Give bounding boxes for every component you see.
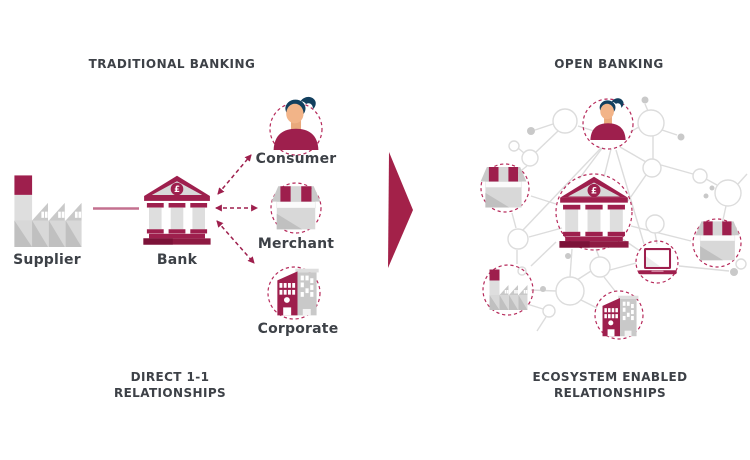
bank-building-icon [559,176,629,248]
bank-corporate-arrow [216,220,255,264]
merchant-dashed-circle [480,163,530,213]
supplier-factory-icon [14,175,82,247]
supplier-dashed-circle [482,264,534,316]
merchant-label: Merchant [257,236,335,252]
network-graph [507,96,748,332]
open-banking-title: OPEN BANKING [554,57,664,71]
merchant-dashed-circle [270,182,322,234]
merchant-shop-icon [479,165,528,208]
ecosystem-relationships-caption: ECOSYSTEM ENABLED RELATIONSHIPS [532,370,688,400]
consumer-person-icon [590,98,626,140]
laptop-icon [638,248,677,275]
bank-relationship-arrows [214,154,259,264]
corporate-buildings-icon [602,295,639,337]
corporate-buildings-icon [277,268,319,316]
bank-dashed-circle [555,173,633,251]
laptop-dashed-circle [635,240,679,284]
merchant-dashed-circle [692,218,742,268]
consumer-dashed-circle [582,98,634,150]
traditional-banking-title: TRADITIONAL BANKING [88,57,256,71]
direct-relationships-caption: DIRECT 1-1 RELATIONSHIPS [113,370,227,400]
open-banking-graphic [479,96,748,340]
corporate-dashed-circle [594,290,644,340]
supplier-label: Supplier [13,252,81,268]
bank-label: Bank [156,252,198,268]
corporate-label: Corporate [257,321,339,337]
merchant-shop-icon [270,184,322,229]
bank-consumer-arrow [217,154,252,195]
merchant-shop-icon [694,219,741,260]
traditional-banking-graphic [14,96,323,320]
corporate-dashed-circle [267,266,321,320]
consumer-label: Consumer [255,151,337,167]
consumer-person-icon [273,96,319,150]
right-arrow-icon [388,152,413,268]
bank-building-icon [143,175,211,245]
